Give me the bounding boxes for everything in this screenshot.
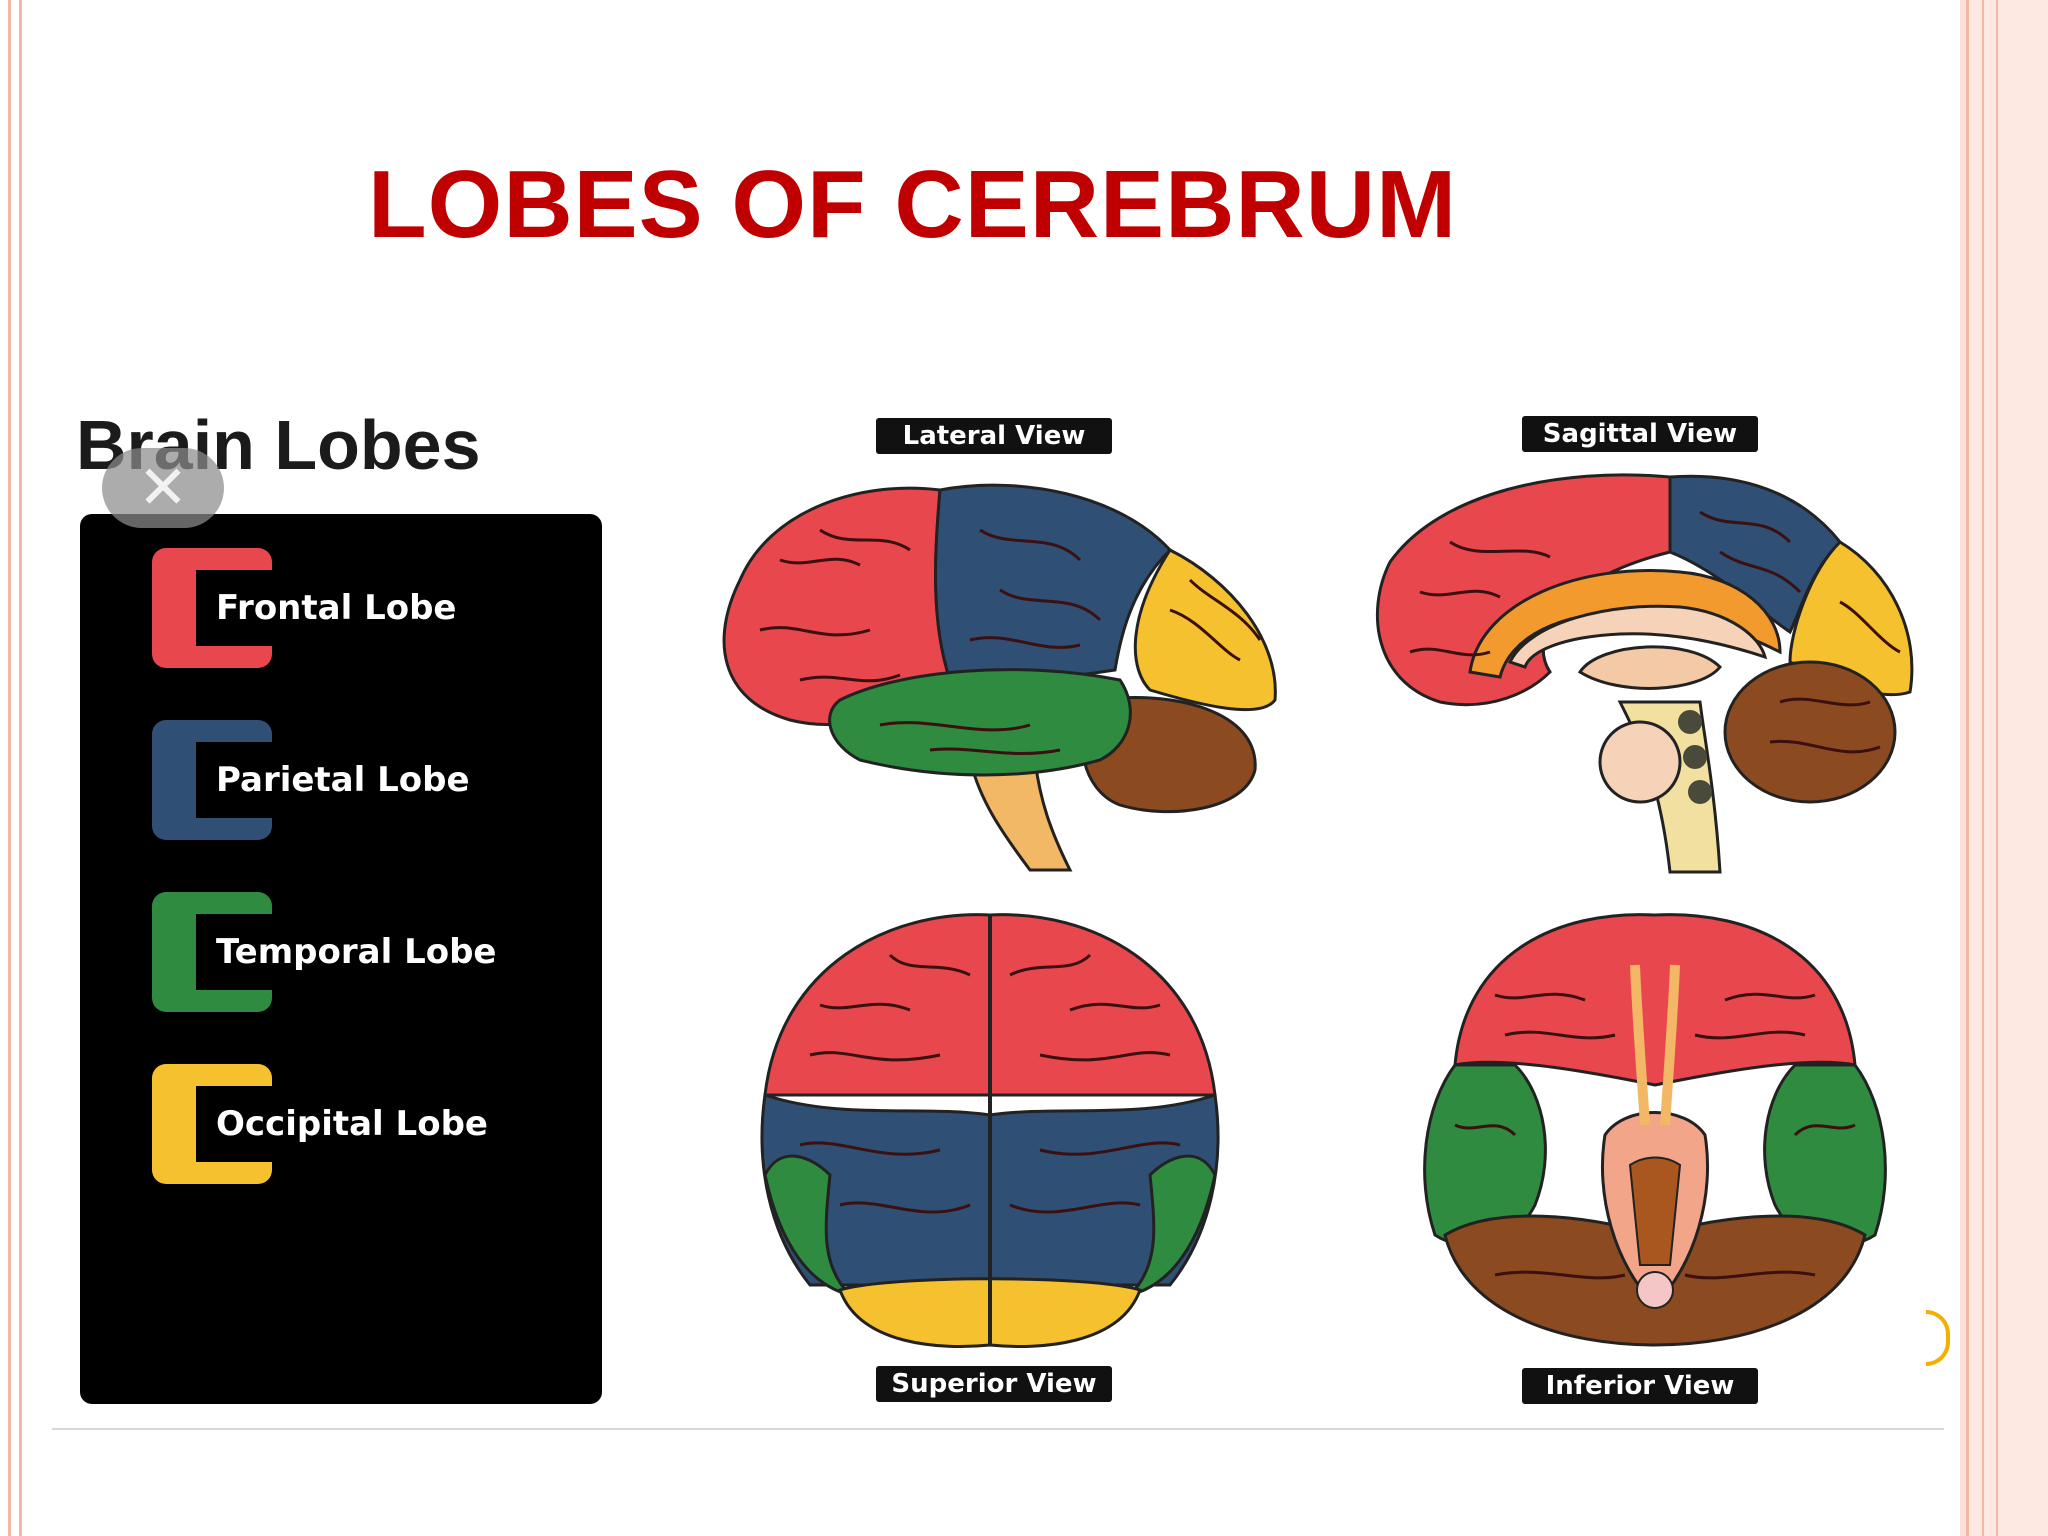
occipital-lobe xyxy=(1133,548,1277,712)
legend-item-temporal: Temporal Lobe xyxy=(152,892,592,1012)
legend-item-occipital: Occipital Lobe xyxy=(152,1064,592,1184)
brain-superior-view xyxy=(760,913,1220,1348)
inferior-frontal xyxy=(1453,913,1857,1087)
superior-temporal-right xyxy=(1125,1154,1217,1298)
gyri-lines xyxy=(759,528,1262,756)
label-superior-view: Superior View xyxy=(876,1366,1112,1402)
occipital-swatch xyxy=(152,1064,286,1184)
slide-right-border xyxy=(1960,0,2048,1536)
legend-box: Frontal Lobe Parietal Lobe Temporal Lobe… xyxy=(80,514,602,1404)
pons xyxy=(1598,720,1682,804)
brain-sagittal-view xyxy=(1376,473,1914,874)
legend-item-frontal: Frontal Lobe xyxy=(152,548,592,668)
superior-temporal-left xyxy=(763,1154,855,1298)
legend-label-frontal: Frontal Lobe xyxy=(216,588,457,628)
close-button[interactable]: ✕ xyxy=(102,448,224,528)
temporal-lobe xyxy=(828,668,1132,777)
legend-label-temporal: Temporal Lobe xyxy=(216,932,497,972)
temporal-swatch xyxy=(152,892,286,1012)
parietal-lobe xyxy=(934,483,1173,684)
slide-title: LOBES OF CEREBRUM xyxy=(368,151,1458,258)
frontal-swatch xyxy=(152,548,286,668)
label-lateral-view: Lateral View xyxy=(876,418,1112,454)
close-icon: ✕ xyxy=(137,454,189,521)
slide-left-border xyxy=(8,0,22,1536)
legend-item-parietal: Parietal Lobe xyxy=(152,720,592,840)
legend-label-occipital: Occipital Lobe xyxy=(216,1104,488,1144)
legend-label-parietal: Parietal Lobe xyxy=(216,760,470,800)
sagittal-cerebellum xyxy=(1723,660,1897,804)
brain-inferior-view xyxy=(1423,913,1887,1347)
slide-edge-mark xyxy=(1926,1310,1950,1366)
corpus-callosum xyxy=(1507,604,1768,669)
thalamus xyxy=(1577,645,1723,690)
slide-divider xyxy=(52,1428,1944,1430)
label-inferior-view: Inferior View xyxy=(1522,1368,1758,1404)
brainstem xyxy=(968,758,1073,872)
label-sagittal-view: Sagittal View xyxy=(1522,416,1758,452)
parietal-swatch xyxy=(152,720,286,840)
brain-lateral-view xyxy=(722,483,1277,872)
